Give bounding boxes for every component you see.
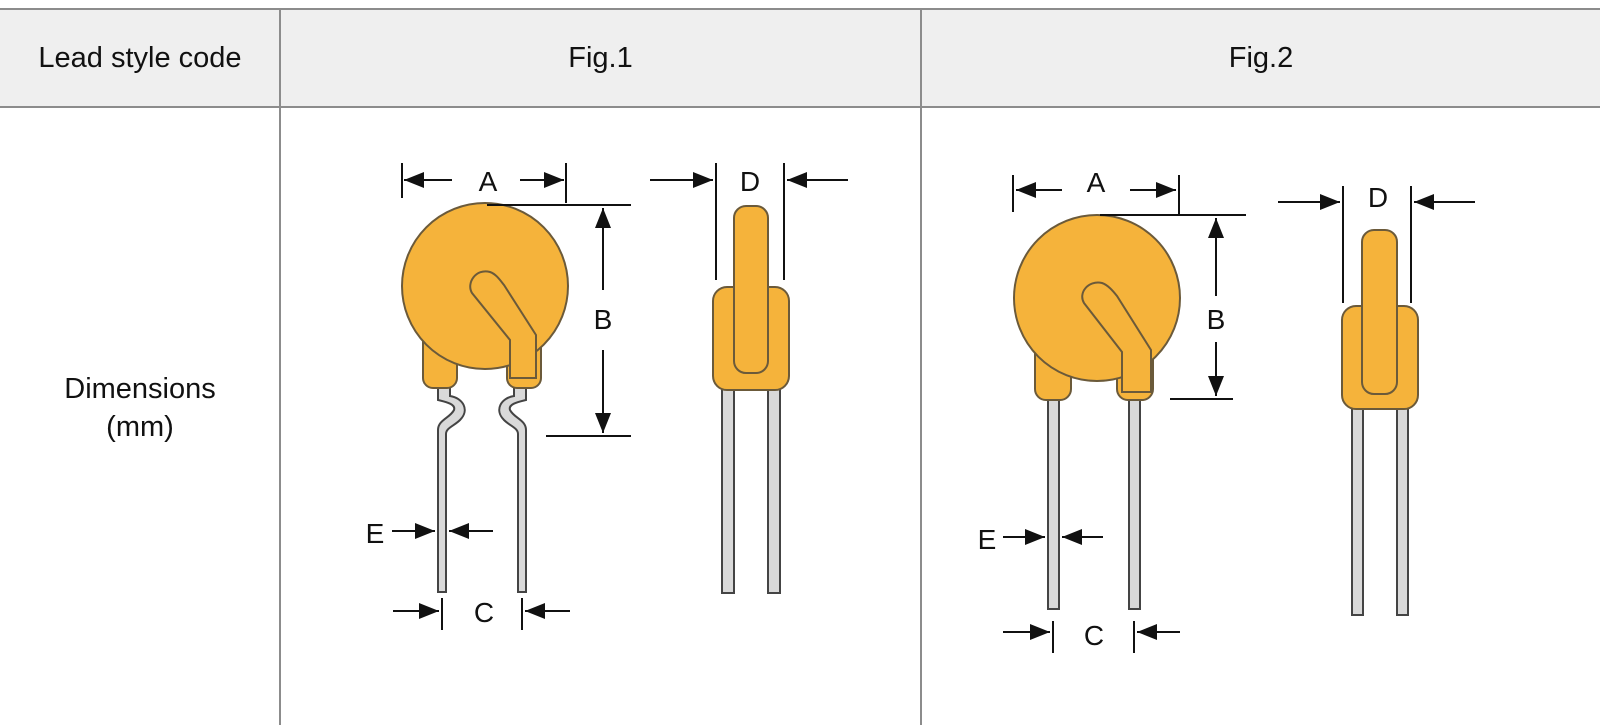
fig1-side-lead-left — [721, 384, 735, 594]
fig1-label-c: C — [474, 597, 494, 628]
fig2-internal-lead — [1081, 281, 1152, 393]
column-divider-1 — [279, 8, 281, 725]
fig1-dim-e: E — [366, 518, 493, 549]
fig2-label-a: A — [1087, 167, 1106, 198]
fig2-label-b: B — [1207, 304, 1226, 335]
fig2-label-e: E — [978, 524, 997, 555]
fig1-side-body — [733, 205, 769, 374]
fig1-label-b: B — [594, 304, 613, 335]
header-lead-style-code: Lead style code — [38, 41, 242, 74]
fig2-label-d: D — [1368, 182, 1388, 213]
fig1-side-lead-right — [767, 384, 781, 594]
fig1-dim-d: D — [650, 163, 848, 280]
fig1-lead-left — [437, 384, 466, 593]
row-label-dimensions: Dimensions (mm) — [0, 370, 280, 446]
fig1-dim-b: B — [487, 204, 631, 437]
row-label-line2: (mm) — [106, 411, 174, 443]
fig1-internal-lead — [469, 270, 537, 379]
fig2-dim-c: C — [1003, 620, 1180, 653]
fig2-drawing: A B D E C — [978, 167, 1475, 653]
fig2-lead-left — [1047, 394, 1060, 610]
fig2-dim-a: A — [1012, 167, 1180, 214]
fig2-dim-b: B — [1100, 214, 1246, 400]
fig2-dim-e: E — [978, 524, 1103, 555]
fig2-side-lead-right — [1396, 404, 1409, 616]
fig2-lead-right — [1128, 394, 1141, 610]
column-divider-2 — [920, 8, 922, 725]
fig2-front-view — [1013, 214, 1181, 610]
fig1-side-view — [712, 205, 790, 594]
fig2-side-body — [1361, 229, 1398, 395]
fig1-dim-c: C — [393, 597, 570, 630]
row-label-line1: Dimensions — [64, 373, 216, 405]
header-bottom-rule — [0, 106, 1600, 108]
fig1-drawing: A B D E C — [366, 163, 848, 630]
header-fig1: Fig.1 — [568, 41, 633, 74]
fig1-dim-a: A — [401, 163, 567, 203]
fig1-label-a: A — [479, 166, 498, 197]
header-fig2: Fig.2 — [1228, 41, 1294, 74]
fig2-side-view — [1341, 229, 1419, 616]
fig1-lead-right — [498, 384, 527, 593]
fig1-front-view — [401, 202, 569, 593]
fig2-label-c: C — [1084, 620, 1104, 651]
fig1-label-e: E — [366, 518, 385, 549]
fig1-label-d: D — [740, 166, 760, 197]
header-row — [0, 8, 1600, 108]
fig2-side-lead-left — [1351, 404, 1364, 616]
table-top-rule — [0, 8, 1600, 10]
fig2-dim-d: D — [1278, 182, 1475, 303]
